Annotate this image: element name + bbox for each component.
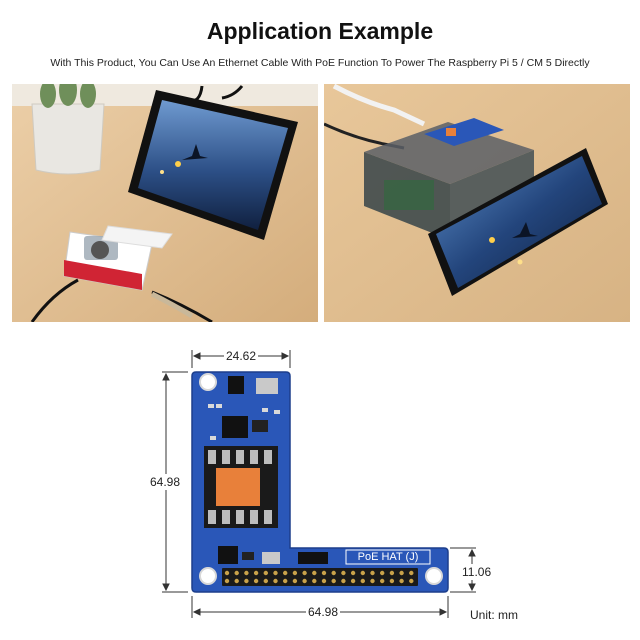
board-label: PoE HAT (J) xyxy=(357,551,419,563)
header-pin xyxy=(331,578,336,584)
header-pin xyxy=(234,570,239,576)
header-pin xyxy=(292,578,298,584)
page-subtitle: With This Product, You Can Use An Ethern… xyxy=(50,57,590,69)
header-pin xyxy=(234,578,239,584)
header-pin xyxy=(244,578,249,584)
header-pin xyxy=(360,570,365,576)
header-pin xyxy=(380,578,385,584)
header-pin xyxy=(283,570,288,576)
header-pin xyxy=(273,570,278,576)
header-pin xyxy=(253,578,259,584)
header-pin xyxy=(312,578,317,584)
header-pin xyxy=(263,578,268,584)
header-pin xyxy=(341,578,346,584)
header-pin xyxy=(389,578,395,584)
header-pin xyxy=(399,578,404,584)
header-pin xyxy=(350,578,356,584)
header-pin xyxy=(321,570,327,576)
header-pin xyxy=(312,570,317,576)
header-pin xyxy=(253,570,259,576)
page-title: Application Example xyxy=(206,18,434,44)
header-pin xyxy=(273,578,278,584)
header-pin xyxy=(409,578,414,584)
photo-pi5-display xyxy=(12,84,318,322)
photo-cm5-tablet xyxy=(324,84,630,322)
header-pin xyxy=(399,570,404,576)
header-pin xyxy=(409,570,414,576)
dimension-left-height: 64.98 xyxy=(150,474,181,490)
dimension-right-height: 11.06 xyxy=(462,564,492,580)
header-pin xyxy=(224,570,230,576)
header-pin xyxy=(321,578,327,584)
header-pin xyxy=(292,570,298,576)
header-pin xyxy=(370,578,375,584)
pcb-drawing xyxy=(162,350,476,618)
header-pin xyxy=(244,570,249,576)
header-pin xyxy=(263,570,268,576)
transformer-core xyxy=(216,468,260,506)
header-pin xyxy=(302,570,307,576)
board-dimension-diagram: PoE HAT (J) 24.62 64.98 64.98 11.06 Unit… xyxy=(150,340,550,630)
header-pin xyxy=(302,578,307,584)
header-pin xyxy=(370,570,375,576)
header-pin xyxy=(350,570,356,576)
header-pin xyxy=(389,570,395,576)
header-pin xyxy=(380,570,385,576)
header-pin xyxy=(360,578,365,584)
header-pin xyxy=(283,578,288,584)
dimension-top-width: 24.62 xyxy=(224,349,259,363)
header-pin xyxy=(341,570,346,576)
header-pin xyxy=(331,570,336,576)
header-pin xyxy=(224,578,230,584)
dimension-bottom-width: 64.98 xyxy=(306,605,341,619)
unit-label: Unit: mm xyxy=(470,608,518,622)
